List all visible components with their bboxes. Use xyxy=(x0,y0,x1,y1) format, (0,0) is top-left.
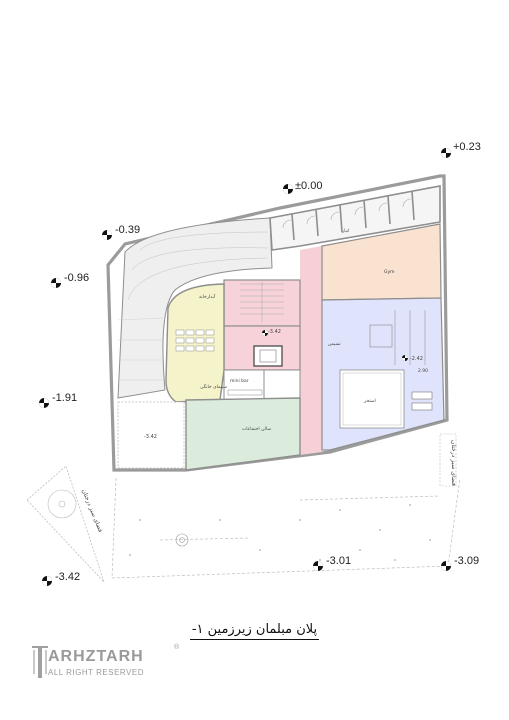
side-label-right: فضای سبز درختان xyxy=(450,440,457,486)
corridor xyxy=(300,246,322,455)
ramp xyxy=(117,217,273,399)
triangle-planter xyxy=(26,465,105,583)
level-marker-4 xyxy=(51,278,61,288)
room-label-minibar: mini bar xyxy=(230,378,249,384)
site-boundary xyxy=(111,477,461,579)
level-markers xyxy=(39,148,451,586)
brand-t-icon xyxy=(32,646,48,678)
room-label-hall: سالن اجتماعات xyxy=(242,427,271,432)
level-marker-6 xyxy=(42,576,52,586)
level-marker-5 xyxy=(39,398,49,408)
right-planter xyxy=(439,433,457,487)
level-marker-1 xyxy=(441,148,451,158)
room-label-lounge: نشیمن xyxy=(328,342,341,347)
room-label-storage: انبار xyxy=(341,229,349,234)
brand-name: ARHZTARH xyxy=(48,648,144,665)
brand-logo: ARHZTARH ALL RIGHT RESERVED ® xyxy=(32,644,182,690)
level-marker-10 xyxy=(402,355,408,361)
level-label-8: -3.09 xyxy=(454,555,479,567)
level-label-11: -3.42 xyxy=(268,329,281,335)
room-label-kitchen: آبدارخانه xyxy=(199,294,216,300)
stair-core xyxy=(223,279,301,371)
caption-text: پلان مبلمان زیرزمین ۱- xyxy=(189,622,320,640)
level-label-9: -3.42 xyxy=(144,434,157,440)
level-marker-9 xyxy=(262,330,268,336)
minibar-zone xyxy=(223,369,301,401)
side-label-left: فضای سبز درختان xyxy=(80,488,104,533)
level-marker-8 xyxy=(441,561,451,571)
level-label-2: ±0.00 xyxy=(295,180,322,192)
room-label-dim: 2.90 xyxy=(418,368,428,374)
level-marker-3 xyxy=(102,230,112,240)
room-label-cinema: سینمای خانگی xyxy=(200,383,227,390)
level-label-4: -0.96 xyxy=(64,272,89,284)
landscape-dots xyxy=(129,504,431,561)
door-arcs xyxy=(282,198,412,229)
cinema-room xyxy=(165,283,225,403)
level-label-1: +0.23 xyxy=(453,141,481,153)
brand-rights: ALL RIGHT RESERVED xyxy=(48,668,144,677)
storage-dividers xyxy=(291,190,415,241)
pool-area xyxy=(321,297,445,451)
room-label-gym: Gym xyxy=(384,269,395,275)
drawing-caption: پلان مبلمان زیرزمین ۱- xyxy=(0,622,509,640)
level-label-10: -2.42 xyxy=(410,356,423,362)
conference-hall xyxy=(185,397,301,471)
level-marker-7 xyxy=(313,561,323,571)
left-area xyxy=(117,401,185,469)
shrub xyxy=(175,533,189,547)
level-label-3: -0.39 xyxy=(115,224,140,236)
level-marker-2 xyxy=(283,184,293,194)
room-label-pool: استخر xyxy=(363,399,376,404)
level-label-5: -1.91 xyxy=(52,392,77,404)
level-label-6: -3.42 xyxy=(55,571,80,583)
level-label-7: -3.01 xyxy=(326,555,351,567)
brand-registered: ® xyxy=(174,644,180,651)
